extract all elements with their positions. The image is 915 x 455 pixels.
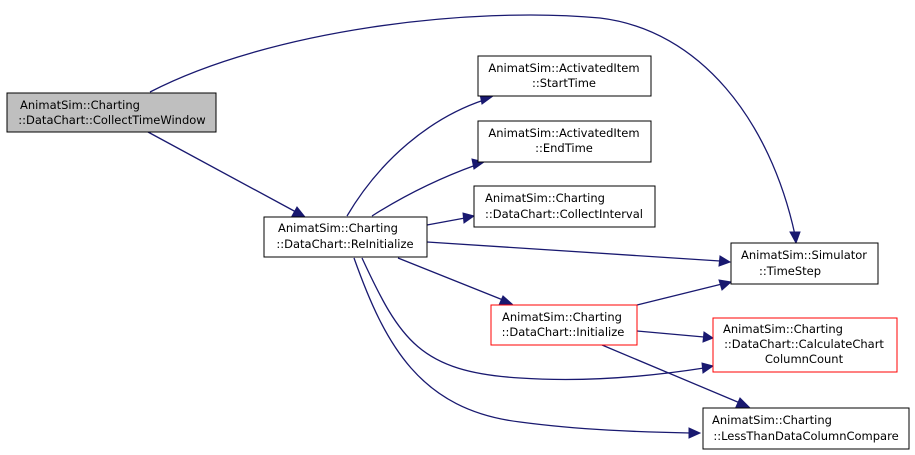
node-label-line1: AnimatSim::Charting xyxy=(712,413,832,427)
node-label-line2: ::LessThanDataColumnCompare xyxy=(713,429,898,443)
arrowhead-calccolcount-left xyxy=(702,331,715,343)
node-box xyxy=(263,216,428,258)
node-start-time[interactable]: AnimatSim::ActivatedItem ::StartTime xyxy=(477,55,652,97)
node-box xyxy=(477,120,652,163)
edge-initialize-to-calccolcount xyxy=(636,330,705,338)
edge-initialize-to-lessthan xyxy=(601,344,741,404)
node-label-line2: ::DataChart::CollectTimeWindow xyxy=(18,113,205,127)
node-collect-interval[interactable]: AnimatSim::Charting ::DataChart::Collect… xyxy=(473,185,656,228)
node-label-line3: ColumnCount xyxy=(765,352,844,366)
arrowhead-timestep-bottom xyxy=(718,279,733,291)
node-label-line2: ::EndTime xyxy=(535,141,593,155)
node-box xyxy=(730,242,879,285)
arrowhead-collectinterval xyxy=(462,212,476,224)
node-box xyxy=(702,407,910,450)
node-label-line1: AnimatSim::Simulator xyxy=(741,248,867,262)
edge-initialize-to-timestep xyxy=(636,283,723,306)
arrowhead-lessthan-top xyxy=(735,397,751,408)
edge-reinitialize-to-starttime xyxy=(346,99,485,217)
edge-reinitialize-to-endtime xyxy=(371,164,477,217)
node-initialize[interactable]: AnimatSim::Charting ::DataChart::Initial… xyxy=(490,304,638,346)
node-box xyxy=(490,304,638,346)
arrowhead-calccolcount-bottom xyxy=(701,362,715,374)
edge-reinitialize-to-collectinterval xyxy=(426,217,466,226)
node-label-line1: AnimatSim::Charting xyxy=(278,221,398,235)
node-reinitialize[interactable]: AnimatSim::Charting ::DataChart::ReIniti… xyxy=(263,216,428,258)
node-collect-time-window[interactable]: AnimatSim::Charting ::DataChart::Collect… xyxy=(6,92,217,133)
node-label-line2: ::DataChart::CalculateChart xyxy=(724,337,884,351)
node-time-step[interactable]: AnimatSim::Simulator ::TimeStep xyxy=(730,242,879,285)
edge-reinitialize-to-initialize xyxy=(397,257,504,301)
node-label-line1: AnimatSim::Charting xyxy=(723,322,843,336)
node-less-than-data-column-compare[interactable]: AnimatSim::Charting ::LessThanDataColumn… xyxy=(702,407,910,450)
node-box xyxy=(712,317,898,373)
edge-reinitialize-to-calccolcount xyxy=(361,257,705,381)
arrowhead-reinitialize xyxy=(291,206,307,218)
node-label-line2: ::DataChart::ReInitialize xyxy=(276,237,413,251)
edge-reinitialize-to-timestep xyxy=(426,241,721,262)
node-box xyxy=(6,92,217,133)
arrowhead-timestep-left xyxy=(718,255,732,267)
node-calculate-chart-column-count[interactable]: AnimatSim::Charting ::DataChart::Calcula… xyxy=(712,317,898,373)
arrowhead-lessthan-left xyxy=(688,427,702,439)
node-label-line1: AnimatSim::Charting xyxy=(20,98,140,112)
edge-reinitialize-to-lessthan xyxy=(353,257,691,434)
edge-collecttimewindow-to-timestep xyxy=(149,14,796,236)
node-label-line1: AnimatSim::Charting xyxy=(485,191,605,205)
arrowhead-timestep-top xyxy=(789,231,801,245)
node-label-line2: ::DataChart::CollectInterval xyxy=(485,207,643,221)
node-label-line1: AnimatSim::ActivatedItem xyxy=(488,126,639,140)
edge-collecttimewindow-to-reinitialize xyxy=(147,131,297,213)
node-box xyxy=(477,55,652,97)
node-label-line2: ::DataChart::Initialize xyxy=(502,325,625,339)
node-box xyxy=(473,185,656,228)
node-label-line1: AnimatSim::ActivatedItem xyxy=(488,61,639,75)
node-label-line1: AnimatSim::Charting xyxy=(502,310,622,324)
node-label-line2: ::StartTime xyxy=(532,76,596,90)
arrowhead-initialize xyxy=(498,295,514,306)
node-label-line2: ::TimeStep xyxy=(759,264,821,278)
node-end-time[interactable]: AnimatSim::ActivatedItem ::EndTime xyxy=(477,120,652,163)
